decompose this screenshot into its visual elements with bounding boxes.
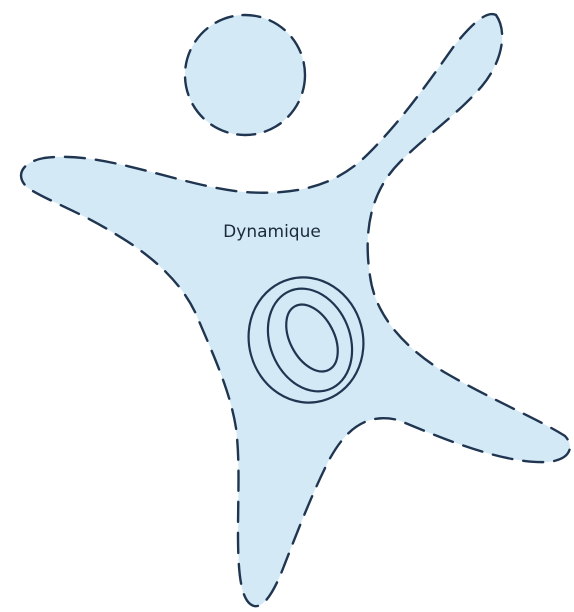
figure-label: Dynamique [223, 222, 321, 242]
figure-head [185, 15, 305, 135]
